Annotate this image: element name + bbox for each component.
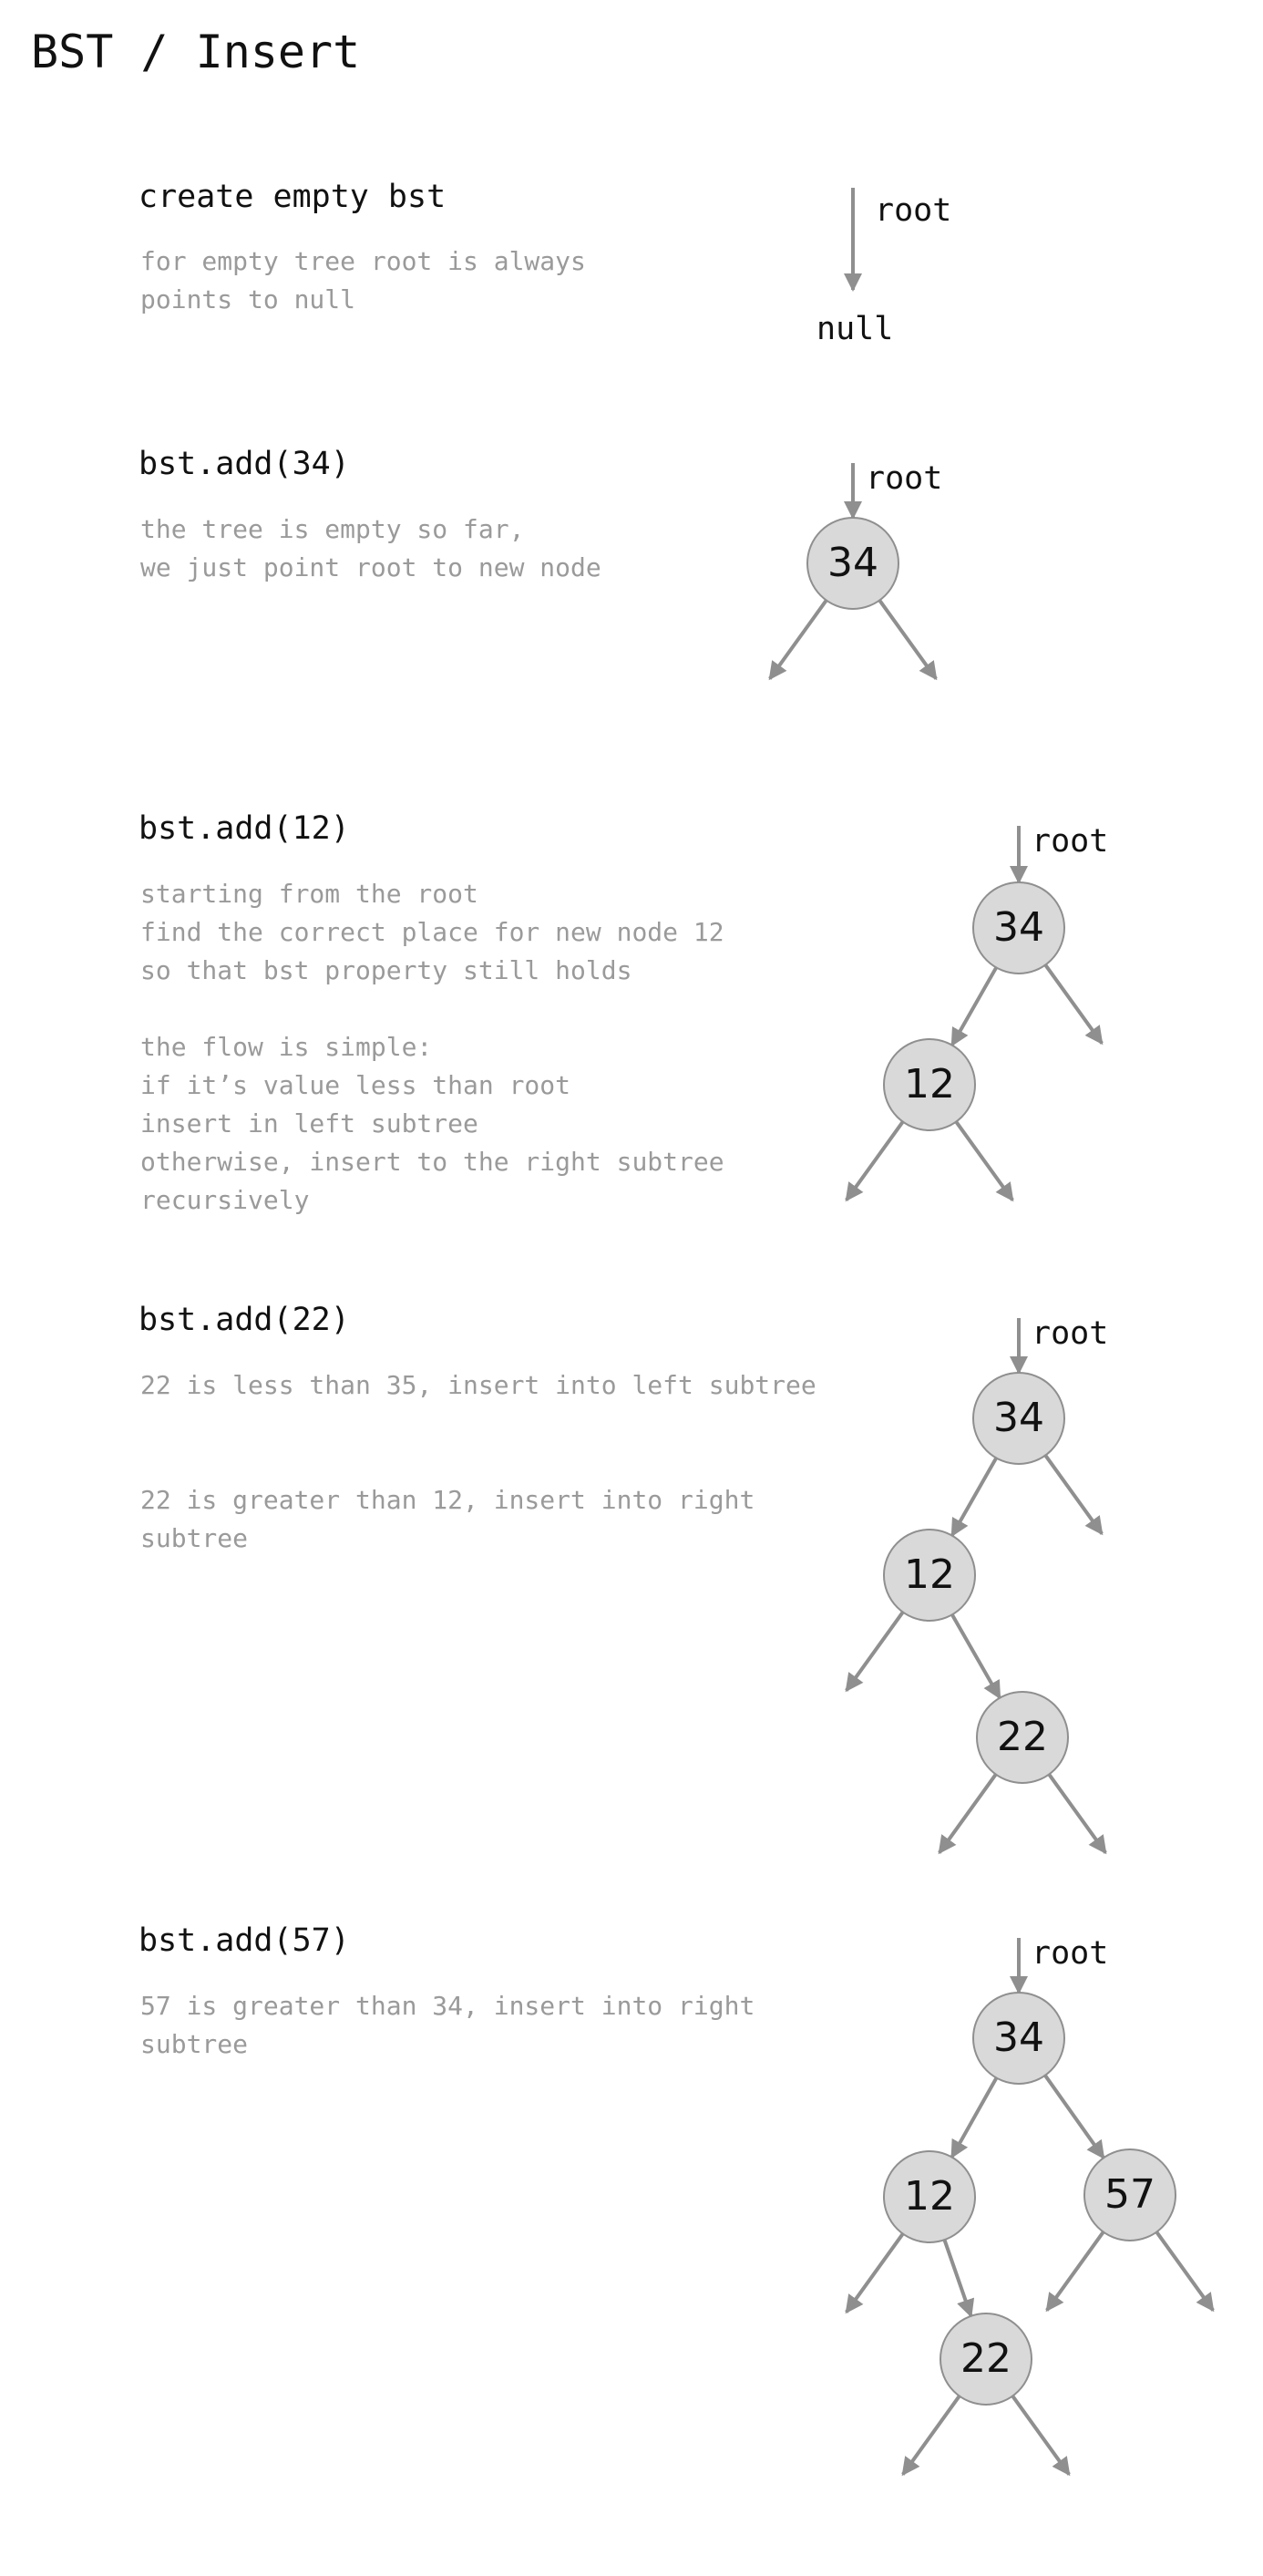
tree-edge (1043, 2074, 1105, 2159)
description-line: subtree (140, 1523, 249, 1553)
description-line: so that bst property still holds (140, 955, 632, 985)
tree-node (806, 517, 899, 610)
node-value: 34 (993, 1395, 1044, 1441)
null-pointer-arrow (1043, 1454, 1104, 1536)
null-pointer-arrow (1047, 1773, 1107, 1855)
null-pointer-arrow (878, 599, 938, 681)
node-value: 22 (997, 1714, 1048, 1760)
tree-node (972, 881, 1065, 974)
node-value: 34 (993, 904, 1044, 951)
null-pointer-arrow (1155, 2231, 1215, 2313)
tree-node (976, 1691, 1069, 1784)
tree-edge (950, 1613, 1001, 1700)
root-label: root (866, 460, 942, 497)
description-line: otherwise, insert to the right subtree (140, 1147, 724, 1177)
tree-edge (942, 2239, 975, 2318)
description-line: we just point root to new node (140, 552, 601, 582)
null-label: null (816, 311, 893, 347)
node-value: 34 (827, 540, 878, 586)
null-pointer-arrow (1043, 963, 1104, 1046)
null-pointer-arrow (954, 1120, 1014, 1202)
description-line: points to null (140, 284, 356, 314)
root-label: root (1032, 1315, 1108, 1352)
node-value: 12 (904, 1061, 955, 1108)
root-label: root (1032, 1935, 1108, 1972)
null-pointer-arrow (845, 1120, 905, 1202)
tree-edge (950, 2076, 999, 2159)
description-line: recursively (140, 1185, 310, 1215)
null-pointer-arrow (845, 2232, 905, 2314)
tree-node (1083, 2148, 1176, 2241)
description-line: subtree (140, 2029, 249, 2059)
null-pointer-arrow (1011, 2395, 1071, 2477)
step-heading: create empty bst (139, 179, 447, 215)
step-heading: bst.add(57) (139, 1922, 350, 1959)
description-line: starting from the root (140, 879, 478, 909)
description-line: the tree is empty so far, (140, 514, 525, 544)
null-pointer-arrow (938, 1773, 998, 1855)
description-line: insert in left subtree (140, 1108, 478, 1139)
root-label: root (1032, 823, 1108, 860)
description-line: find the correct place for new node 12 (140, 917, 724, 947)
null-pointer-arrow (845, 1611, 905, 1693)
node-value: 12 (904, 1551, 955, 1598)
step-description: the tree is empty so far, we just point … (140, 510, 601, 587)
page-title: BST / Insert (31, 26, 361, 78)
tree-node (883, 1038, 976, 1131)
description-line: 57 is greater than 34, insert into right (140, 1991, 755, 2021)
node-value: 57 (1104, 2171, 1155, 2218)
tree-node (972, 1372, 1065, 1465)
null-pointer-arrow (768, 599, 828, 681)
node-value: 22 (960, 2335, 1011, 2382)
step-heading: bst.add(34) (139, 446, 350, 482)
tree-edge (950, 966, 998, 1047)
null-pointer-arrow (901, 2395, 961, 2477)
step-description: starting from the root find the correct … (140, 875, 724, 1220)
tree-node (972, 1992, 1065, 2085)
description-line: 22 is less than 35, insert into left sub… (140, 1370, 816, 1400)
null-pointer-arrow (1045, 2231, 1105, 2313)
step-heading: bst.add(12) (139, 810, 350, 847)
node-value: 12 (904, 2173, 955, 2220)
tree-node (883, 1529, 976, 1622)
tree-edge (950, 1457, 998, 1538)
description-line: for empty tree root is always (140, 246, 586, 276)
description-line: if it’s value less than root (140, 1070, 571, 1100)
tree-node (883, 2150, 976, 2243)
node-value: 34 (993, 2014, 1044, 2061)
root-label: root (875, 192, 951, 229)
step-description: 57 is greater than 34, insert into right… (140, 1987, 755, 2064)
step-description: 22 is less than 35, insert into left sub… (140, 1366, 816, 1558)
tree-node (940, 2313, 1032, 2406)
step-heading: bst.add(22) (139, 1302, 350, 1338)
description-line: 22 is greater than 12, insert into right (140, 1485, 755, 1515)
step-description: for empty tree root is always points to … (140, 242, 586, 319)
description-line: the flow is simple: (140, 1032, 433, 1062)
